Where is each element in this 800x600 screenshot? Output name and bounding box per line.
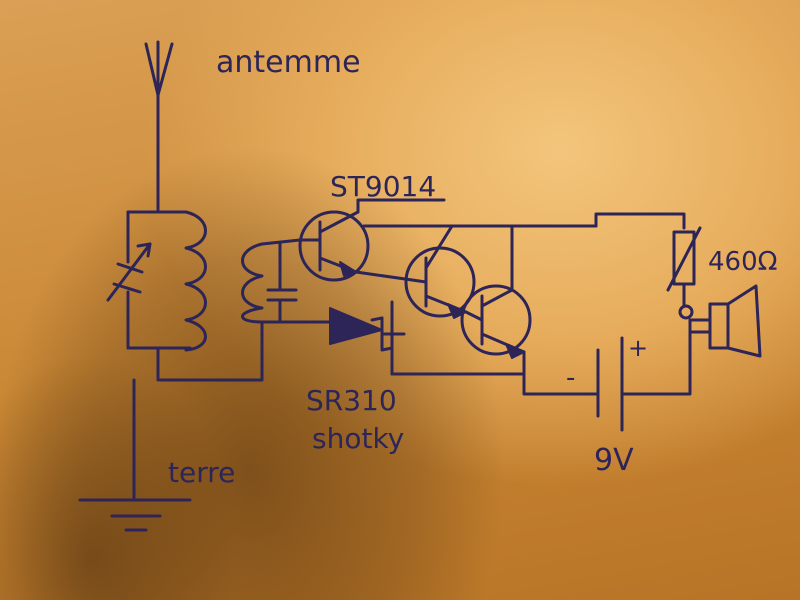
battery-plus-label: + [628,334,648,362]
wiring [356,198,692,396]
ground-symbol [78,378,192,532]
antenna-symbol [144,40,174,214]
battery-label: 9V [594,443,634,478]
battery-minus-label: - [566,363,575,393]
resistor-label: 460Ω [708,247,778,277]
diode-type-label: shotky [312,422,404,455]
tuning-tank [106,210,207,382]
secondary-coil [158,238,332,382]
diode-part-label: SR310 [306,384,397,417]
schottky-diode [329,300,406,376]
transistor-label: ST9014 [330,170,436,203]
transistor-q1 [298,210,370,282]
battery-symbol [596,336,624,432]
resistor-symbol [666,226,702,320]
antenna-label: antemme [216,45,361,80]
transistor-q2 [354,224,476,319]
transistor-q3 [460,224,532,359]
speaker-symbol [688,284,762,358]
ground-label: terre [168,456,235,489]
